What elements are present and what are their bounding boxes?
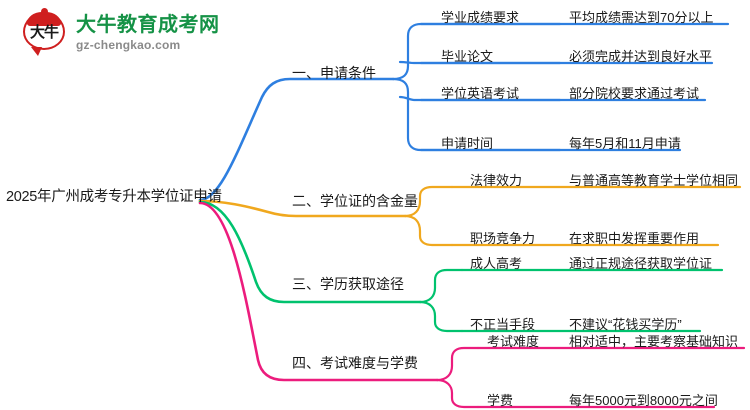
sub-label-1-4[interactable]: 申请时间	[441, 136, 494, 151]
sub-label-1-1[interactable]: 学业成绩要求	[441, 10, 520, 25]
sub-label-2-1[interactable]: 法律效力	[470, 173, 523, 188]
site-logo: 大牛 大牛教育成考网 gz-chengkao.com	[22, 8, 232, 58]
logo-title: 大牛教育成考网	[76, 14, 220, 36]
branch-2-spine-upper	[403, 185, 454, 218]
branch-1-spine	[391, 22, 562, 81]
branch-1-leaf-3	[398, 95, 562, 102]
branch-3-spine-lower	[418, 300, 464, 333]
logo-text-block: 大牛教育成考网 gz-chengkao.com	[76, 15, 220, 51]
sub-label-4-1[interactable]: 考试难度	[487, 334, 540, 349]
logo-mark-text: 大牛	[29, 24, 59, 41]
logo-tail-shape	[31, 47, 42, 56]
branch-label-4[interactable]: 四、考试难度与学费	[292, 355, 418, 371]
branch-3-trunk	[198, 200, 422, 304]
branch-label-3[interactable]: 三、学历获取途径	[292, 276, 404, 292]
branch-4-spine-upper	[435, 346, 480, 382]
sub-value-1-1[interactable]: 平均成绩需达到70分以上	[569, 10, 714, 25]
sub-value-3-2[interactable]: 不建议“花钱买学历”	[569, 317, 682, 332]
branch-3-spine-upper	[418, 268, 464, 304]
sub-value-1-4[interactable]: 每年5月和11月申请	[569, 136, 681, 151]
sub-value-1-2[interactable]: 必须完成并达到良好水平	[569, 49, 713, 64]
sub-value-4-2[interactable]: 每年5000元到8000元之间	[569, 393, 718, 408]
branch-1-leaf-2	[398, 60, 562, 65]
sub-value-2-1[interactable]: 与普通高等教育学士学位相同	[569, 173, 739, 188]
sub-label-4-2[interactable]: 学费	[487, 393, 514, 408]
sub-label-1-2[interactable]: 毕业论文	[441, 49, 494, 64]
sub-value-3-1[interactable]: 通过正规途径获取学位证	[569, 256, 713, 271]
branch-1-trunk	[198, 77, 395, 202]
branch-label-2[interactable]: 二、学位证的含金量	[292, 193, 418, 209]
logo-cap-shape	[27, 12, 61, 26]
branch-label-1[interactable]: 一、申请条件	[292, 65, 376, 81]
sub-value-2-2[interactable]: 在求职中发挥重要作用	[569, 231, 700, 246]
branch-4-spine-lower	[435, 378, 480, 409]
branch-2-trunk	[198, 199, 407, 218]
sub-value-1-3[interactable]: 部分院校要求通过考试	[569, 86, 700, 101]
branch-4-trunk	[198, 201, 439, 382]
sub-value-4-1[interactable]: 相对适中，主要考察基础知识	[569, 334, 739, 349]
root-node[interactable]: 2025年广州成考专升本学位证申请	[6, 189, 222, 205]
branch-2-spine-lower	[403, 214, 454, 247]
logo-subtitle: gz-chengkao.com	[76, 38, 181, 52]
sub-label-3-1[interactable]: 成人高考	[470, 256, 523, 271]
logo-knob-shape	[41, 8, 48, 15]
sub-label-1-3[interactable]: 学位英语考试	[441, 86, 520, 101]
branch-1-spine-lower	[391, 77, 562, 152]
logo-mark-icon: 大牛	[22, 8, 68, 56]
sub-label-3-2[interactable]: 不正当手段	[470, 317, 536, 332]
sub-label-2-2[interactable]: 职场竞争力	[470, 231, 536, 246]
